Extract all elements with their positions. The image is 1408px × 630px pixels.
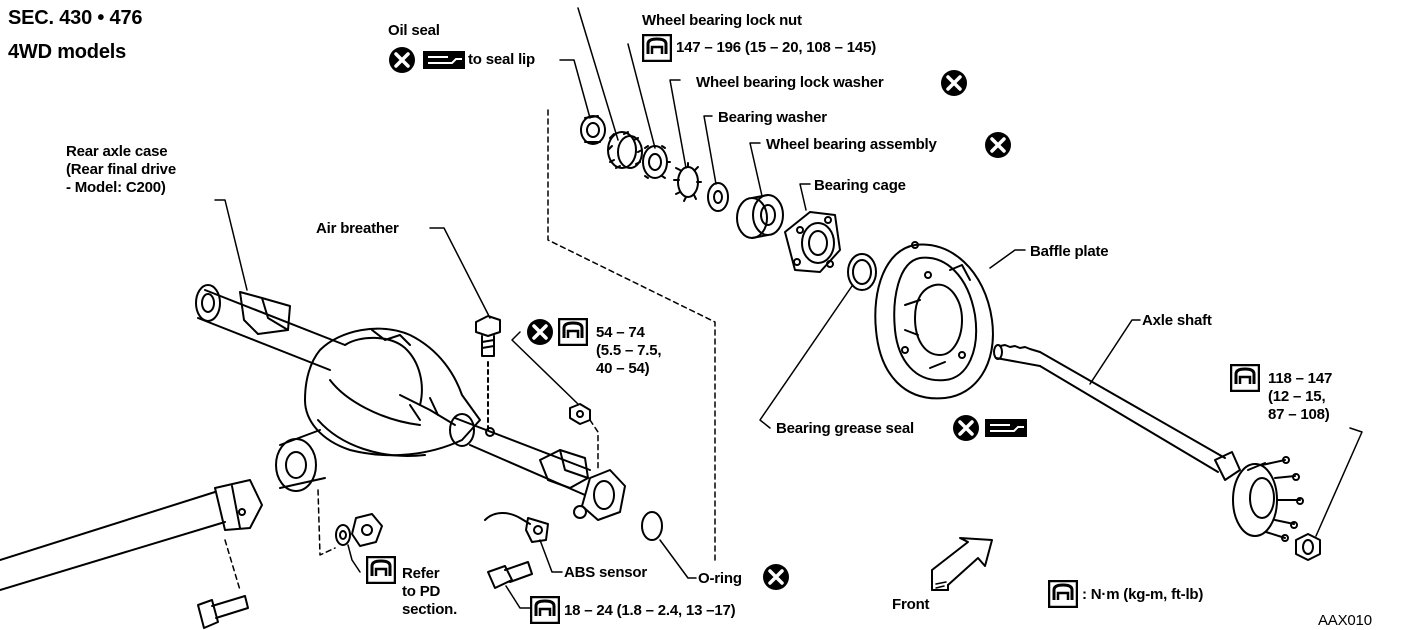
grease-tube-icon <box>423 51 465 69</box>
x-circle-icon <box>763 564 789 590</box>
oil-seal-note: to seal lip <box>468 51 535 68</box>
abs-bolt-torque-value: 18 – 24 (1.8 – 2.4, 13 –17) <box>564 602 736 619</box>
bearing-cage-drawing <box>784 211 841 273</box>
oil-seal-label: Oil seal <box>388 22 440 39</box>
torque-legend: : N·m (kg-m, ft-lb) <box>1082 586 1204 603</box>
air-breather-label: Air breather <box>316 220 399 237</box>
propeller-shaft-drawing <box>0 479 263 591</box>
air-breather-drawing <box>475 315 501 431</box>
front-label: Front <box>892 596 930 613</box>
wheel-bearing-drawing <box>736 194 784 239</box>
bearing-washer-label: Bearing washer <box>718 109 827 126</box>
refer-pd-note: Refer to PD section. <box>402 565 458 618</box>
o-ring-drawing <box>641 511 663 541</box>
abs-sensor-label: ABS sensor <box>564 564 648 581</box>
torque-wrench-icon <box>1048 580 1078 608</box>
bolt-torque-value: 54 – 74 (5.5 – 7.5, 40 – 54) <box>596 324 662 377</box>
lower-bolt-drawing <box>197 595 249 629</box>
lock-nut-drawing <box>642 145 671 179</box>
x-circle-icon <box>985 132 1011 158</box>
bearing-washer-drawing <box>707 182 729 212</box>
section-title: SEC. 430 • 476 <box>8 7 143 29</box>
x-circle-icon <box>941 70 967 96</box>
o-ring-label: O-ring <box>698 570 742 587</box>
washer-nut-drawing <box>335 513 383 547</box>
oil-seal-drawing <box>580 115 606 145</box>
rear-axle-case-drawing <box>195 284 626 521</box>
shaft-nut-torque-value: 118 – 147 (12 – 15, 87 – 108) <box>1268 370 1333 423</box>
wheel-bearing-assembly-label: Wheel bearing assembly <box>766 136 937 153</box>
torque-wrench-icon <box>1230 364 1260 392</box>
grease-tube-icon <box>985 419 1027 437</box>
gear-drawing <box>607 131 643 169</box>
rear-axle-case-label: Rear axle case (Rear final drive - Model… <box>66 143 176 196</box>
lock-washer-drawing <box>673 162 702 202</box>
lock-washer-label: Wheel bearing lock washer <box>696 74 884 91</box>
x-circle-icon <box>953 415 979 441</box>
lock-nut-torque: 147 – 196 (15 – 20, 108 – 145) <box>676 39 877 56</box>
lock-nut-label: Wheel bearing lock nut <box>642 12 802 29</box>
figure-id: AAX010 <box>1318 612 1372 629</box>
bearing-cage-label: Bearing cage <box>814 177 906 194</box>
grease-seal-drawing <box>847 253 877 291</box>
axle-shaft-label: Axle shaft <box>1142 312 1212 329</box>
abs-sensor-drawing <box>484 512 549 589</box>
axle-shaft-drawing <box>993 344 1304 542</box>
shaft-nut-drawing <box>1295 533 1321 561</box>
baffle-plate-drawing <box>874 241 994 400</box>
x-circle-icon <box>527 319 553 345</box>
torque-wrench-icon <box>558 318 588 346</box>
x-circle-icon <box>389 47 415 73</box>
front-arrow <box>931 537 993 591</box>
torque-wrench-icon <box>642 34 672 62</box>
torque-wrench-icon <box>366 556 396 584</box>
baffle-plate-label: Baffle plate <box>1030 243 1109 260</box>
torque-wrench-icon <box>530 596 560 624</box>
models-title: 4WD models <box>8 41 127 63</box>
grease-seal-label: Bearing grease seal <box>776 420 914 437</box>
